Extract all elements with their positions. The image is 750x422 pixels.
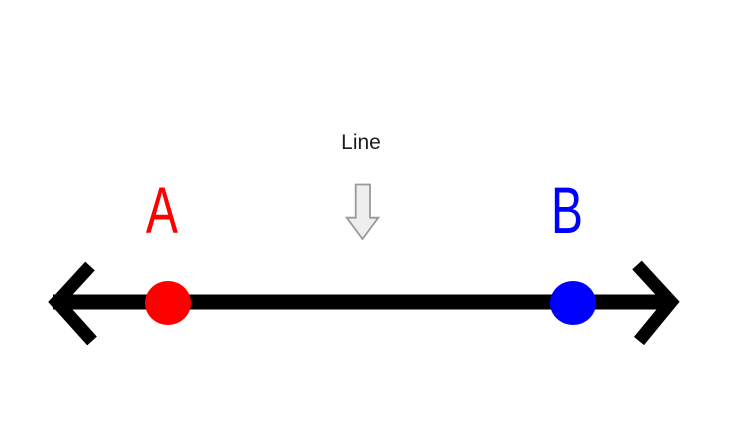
down-arrow-icon (344, 183, 381, 241)
line-caption: Line (341, 131, 381, 154)
right-arrowhead-icon (632, 260, 680, 346)
left-arrowhead-icon (48, 261, 97, 346)
point-b-marker (550, 281, 596, 325)
point-b-label: B (550, 173, 584, 247)
point-a-label: A (145, 173, 179, 247)
point-a-marker (145, 281, 191, 325)
